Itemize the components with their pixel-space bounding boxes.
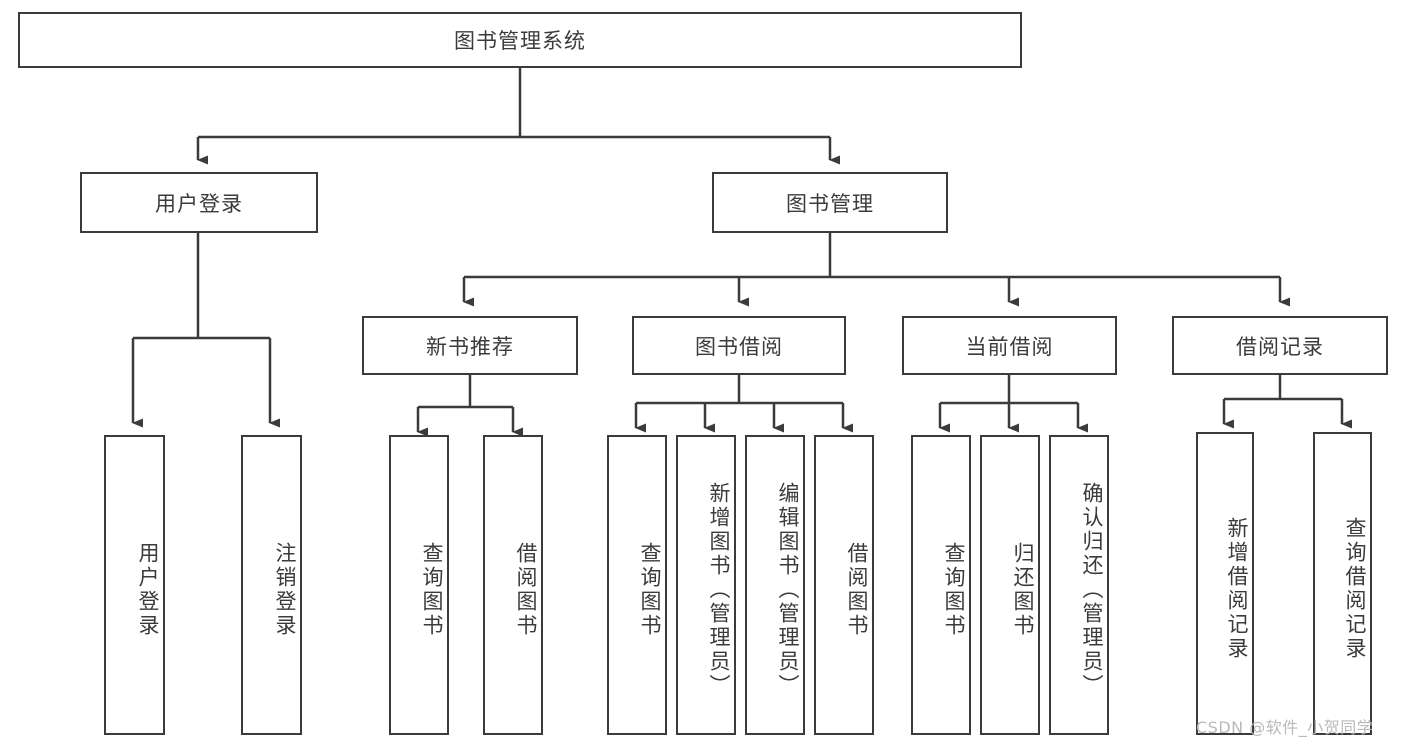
leaf-query-book-recommend[interactable]: 查询图书 xyxy=(389,435,449,735)
csdn-watermark: CSDN @软件_小贺同学 xyxy=(1196,718,1374,737)
node-book-borrow[interactable]: 图书借阅 xyxy=(632,316,846,375)
node-new-book-recommend[interactable]: 新书推荐 xyxy=(362,316,578,375)
leaf-user-login[interactable]: 用户登录 xyxy=(104,435,165,735)
node-current-borrow[interactable]: 当前借阅 xyxy=(902,316,1117,375)
leaf-add-borrow-record[interactable]: 新增借阅记录 xyxy=(1196,432,1254,735)
node-borrow-record[interactable]: 借阅记录 xyxy=(1172,316,1388,375)
node-user-login[interactable]: 用户登录 xyxy=(80,172,318,233)
node-book-management[interactable]: 图书管理 xyxy=(712,172,948,233)
leaf-query-book-borrow[interactable]: 查询图书 xyxy=(607,435,667,735)
leaf-borrow-book[interactable]: 借阅图书 xyxy=(814,435,874,735)
leaf-confirm-return-admin[interactable]: 确认归还（管理员） xyxy=(1049,435,1109,735)
node-root-system[interactable]: 图书管理系统 xyxy=(18,12,1022,68)
leaf-query-borrow-record[interactable]: 查询借阅记录 xyxy=(1313,432,1372,735)
leaf-edit-book-admin[interactable]: 编辑图书（管理员） xyxy=(745,435,805,735)
leaf-borrow-book-recommend[interactable]: 借阅图书 xyxy=(483,435,543,735)
leaf-return-book[interactable]: 归还图书 xyxy=(980,435,1040,735)
leaf-logout-login[interactable]: 注销登录 xyxy=(241,435,302,735)
leaf-query-book-current[interactable]: 查询图书 xyxy=(911,435,971,735)
leaf-add-book-admin[interactable]: 新增图书（管理员） xyxy=(676,435,736,735)
